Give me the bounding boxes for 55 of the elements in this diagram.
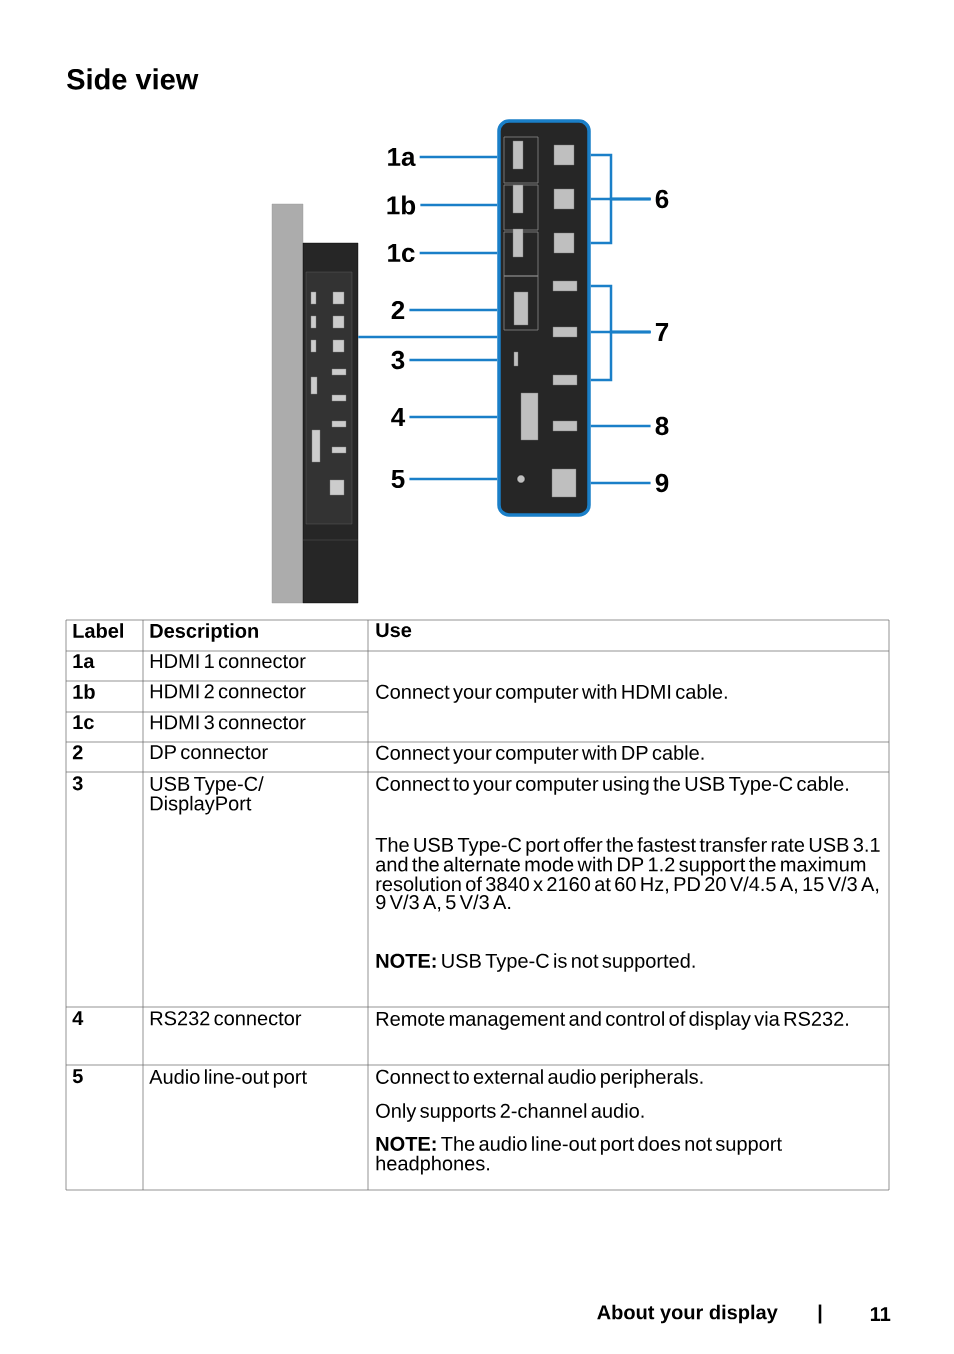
leader-line [409,358,498,362]
table-cell: 1c [73,715,94,730]
leader-line [590,424,651,428]
page-title: Side view [67,68,199,90]
table-cell: Connect to external audio peripherals. [376,1069,703,1088]
callout-number: 3 [391,350,405,370]
callout-number: 8 [655,416,669,436]
table-header: Description [150,623,258,642]
leader-line [590,330,651,382]
leader-line [590,481,651,485]
leader-line [590,197,651,245]
zoom-line [358,335,498,339]
table-cell: RS232 connector [150,1011,302,1026]
table-cell: 5 [72,1069,83,1084]
callout-number: 1c [388,243,415,263]
callout-number: 5 [391,469,405,489]
table-cell: HDMI 2 connector [150,684,306,699]
table-cell: 1b [73,684,95,699]
callout-number: 6 [655,189,669,209]
leader-line [419,251,498,255]
table-cell: Connect your computer with DP cable. [376,745,704,764]
leader-line [409,477,498,481]
table-cell: DP connector [150,745,268,760]
table-header: Label [73,623,123,638]
leader-line [420,203,498,207]
callout-number: 4 [391,408,406,426]
table-cell: Only supports 2-channel audio. [376,1103,644,1122]
leader-line [409,415,498,419]
table-cell: NOTE: USB Type-C is not supported. [376,953,695,972]
callout-number: 2 [391,300,405,320]
table-cell: NOTE: The audio line-out port does not support headphones. [376,1136,782,1175]
footer-text: | [818,1304,822,1324]
table-cell: The USB Type-C port offer the fastest transfer rate USB 3.1 and the alternate mode with DP 1.2 support the maximum resolution of 3840 x 2160 at 60 Hz, PD 20 V/4.5 A, 15 V/3 A, 9 V/3 A, 5 V/3 A. [375,837,880,912]
table-cell: 3 [72,776,83,791]
footer-text: 11 [870,1307,891,1321]
monitor-side-drawing [271,203,359,604]
table-cell: USB Type-C/ DisplayPort [150,776,264,815]
table-cell: 2 [72,745,83,760]
footer-text: About your display [597,1304,778,1324]
table-cell: HDMI 3 connector [150,715,306,730]
table-cell: HDMI 1 connector [150,654,306,669]
table-cell: 1a [73,654,95,669]
callout-number: 9 [655,473,669,493]
callout-number: 1b [387,195,416,215]
port-panel-drawing [497,119,591,517]
table-header: Use [376,623,412,638]
callout-number: 7 [655,323,669,341]
table-cell: Connect your computer with HDMI cable. [376,684,727,703]
table-cell: Audio line-out port [149,1069,307,1088]
table-cell: Remote management and control of display via RS232. [376,1011,848,1030]
table-cell: 4 [72,1011,84,1025]
leader-line [409,308,498,312]
table-cell: Connect to your computer using the USB Type-C cable. [376,776,848,795]
leader-line [419,155,498,159]
callout-number: 1a [388,147,416,167]
